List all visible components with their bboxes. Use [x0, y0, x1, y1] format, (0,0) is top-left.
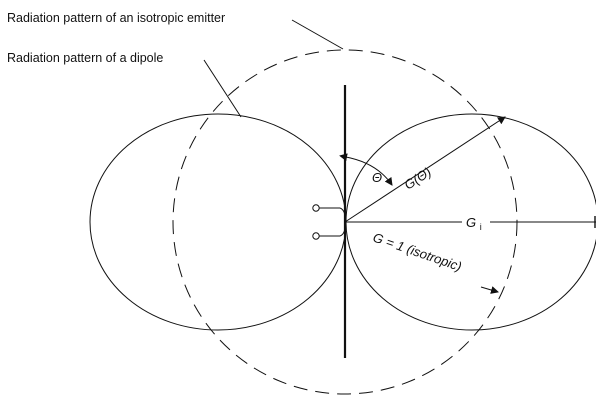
gain-i-label: G i — [466, 215, 482, 232]
dipole-leader-line — [203, 59, 242, 118]
isotropic-gain-arrow — [480, 286, 499, 294]
dipole-left-lobe — [89, 113, 347, 331]
feed-terminals — [312, 204, 346, 240]
gain-theta-arrow — [344, 116, 506, 223]
gain-theta-label: G(Θ) — [401, 164, 433, 192]
isotropic-gain-label: G = 1 (isotropic) — [371, 230, 464, 274]
isotropic-leader-line — [291, 19, 344, 50]
dipole-pattern-label: Radiation pattern of a dipole — [7, 51, 163, 65]
isotropic-pattern-label: Radiation pattern of an isotropic emitte… — [7, 11, 225, 25]
theta-angle-arc — [339, 153, 393, 186]
theta-label: Θ — [372, 170, 382, 185]
gain-i-label-bg — [462, 214, 490, 230]
gain-i-subscript: i — [480, 222, 482, 232]
gain-i-symbol: G — [466, 215, 476, 230]
